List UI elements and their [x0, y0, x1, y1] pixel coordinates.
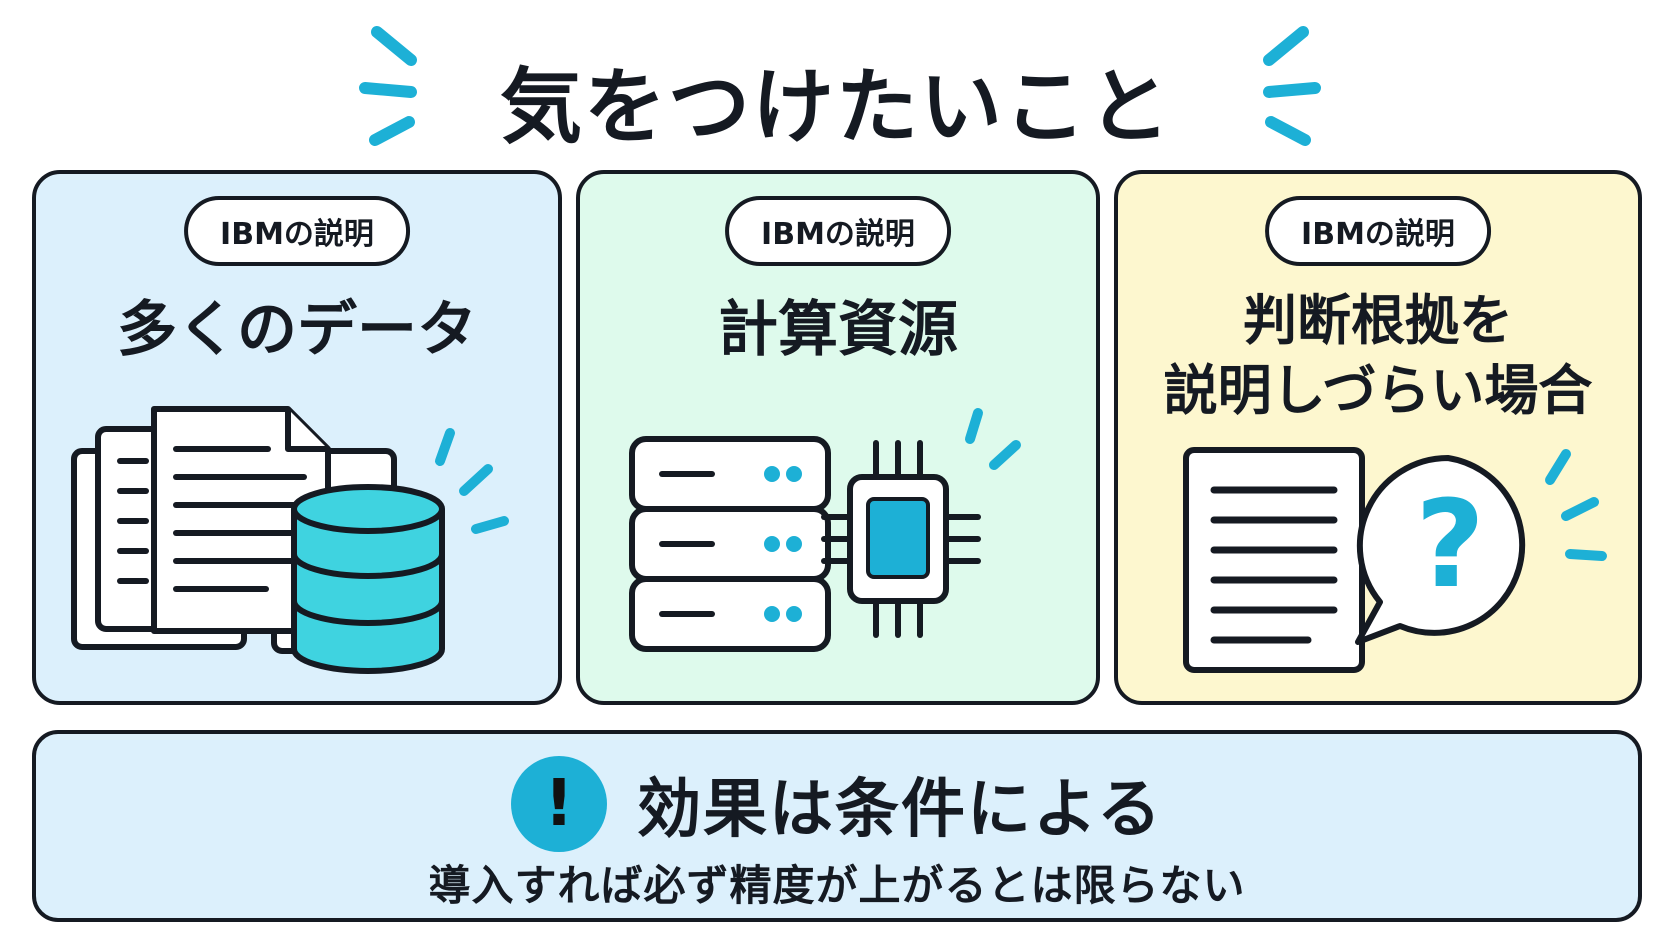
ibm-badge: IBMの説明: [725, 196, 951, 266]
note-title: 効果は条件による: [636, 773, 1164, 847]
card-compute-resources: IBMの説明 計算資源: [576, 170, 1100, 705]
note-header: ! 効果は条件による: [36, 756, 1638, 852]
ibm-badge: IBMの説明: [1265, 196, 1491, 266]
ibm-badge: IBMの説明: [184, 196, 410, 266]
note-banner: ! 効果は条件による 導入すれば必ず精度が上がるとは限らない: [32, 730, 1642, 922]
card-many-data: IBMの説明 多くのデータ: [32, 170, 562, 705]
card-title: 多くのデータ: [117, 295, 477, 365]
card-hard-to-explain: IBMの説明 判断根拠を 説明しづらい場合 ?: [1114, 170, 1642, 705]
exclamation-icon: !: [510, 756, 607, 852]
right-burst-icon: [1263, 26, 1321, 146]
left-burst-icon: [359, 26, 417, 146]
page-title: 気をつけたいこと: [499, 60, 1172, 155]
note-subtitle: 導入すれば必ず精度が上がるとは限らない: [428, 861, 1246, 910]
server-chip-icon: [629, 408, 1021, 652]
card-title: 計算資源: [718, 295, 958, 365]
title-area: 気をつけたいこと: [0, 18, 1672, 155]
card-title: 判断根拠を 説明しづらい場合: [1163, 289, 1593, 422]
documents-database-icon: [71, 406, 509, 674]
svg-text:?: ?: [1415, 476, 1485, 615]
document-question-icon: ?: [1183, 447, 1607, 673]
